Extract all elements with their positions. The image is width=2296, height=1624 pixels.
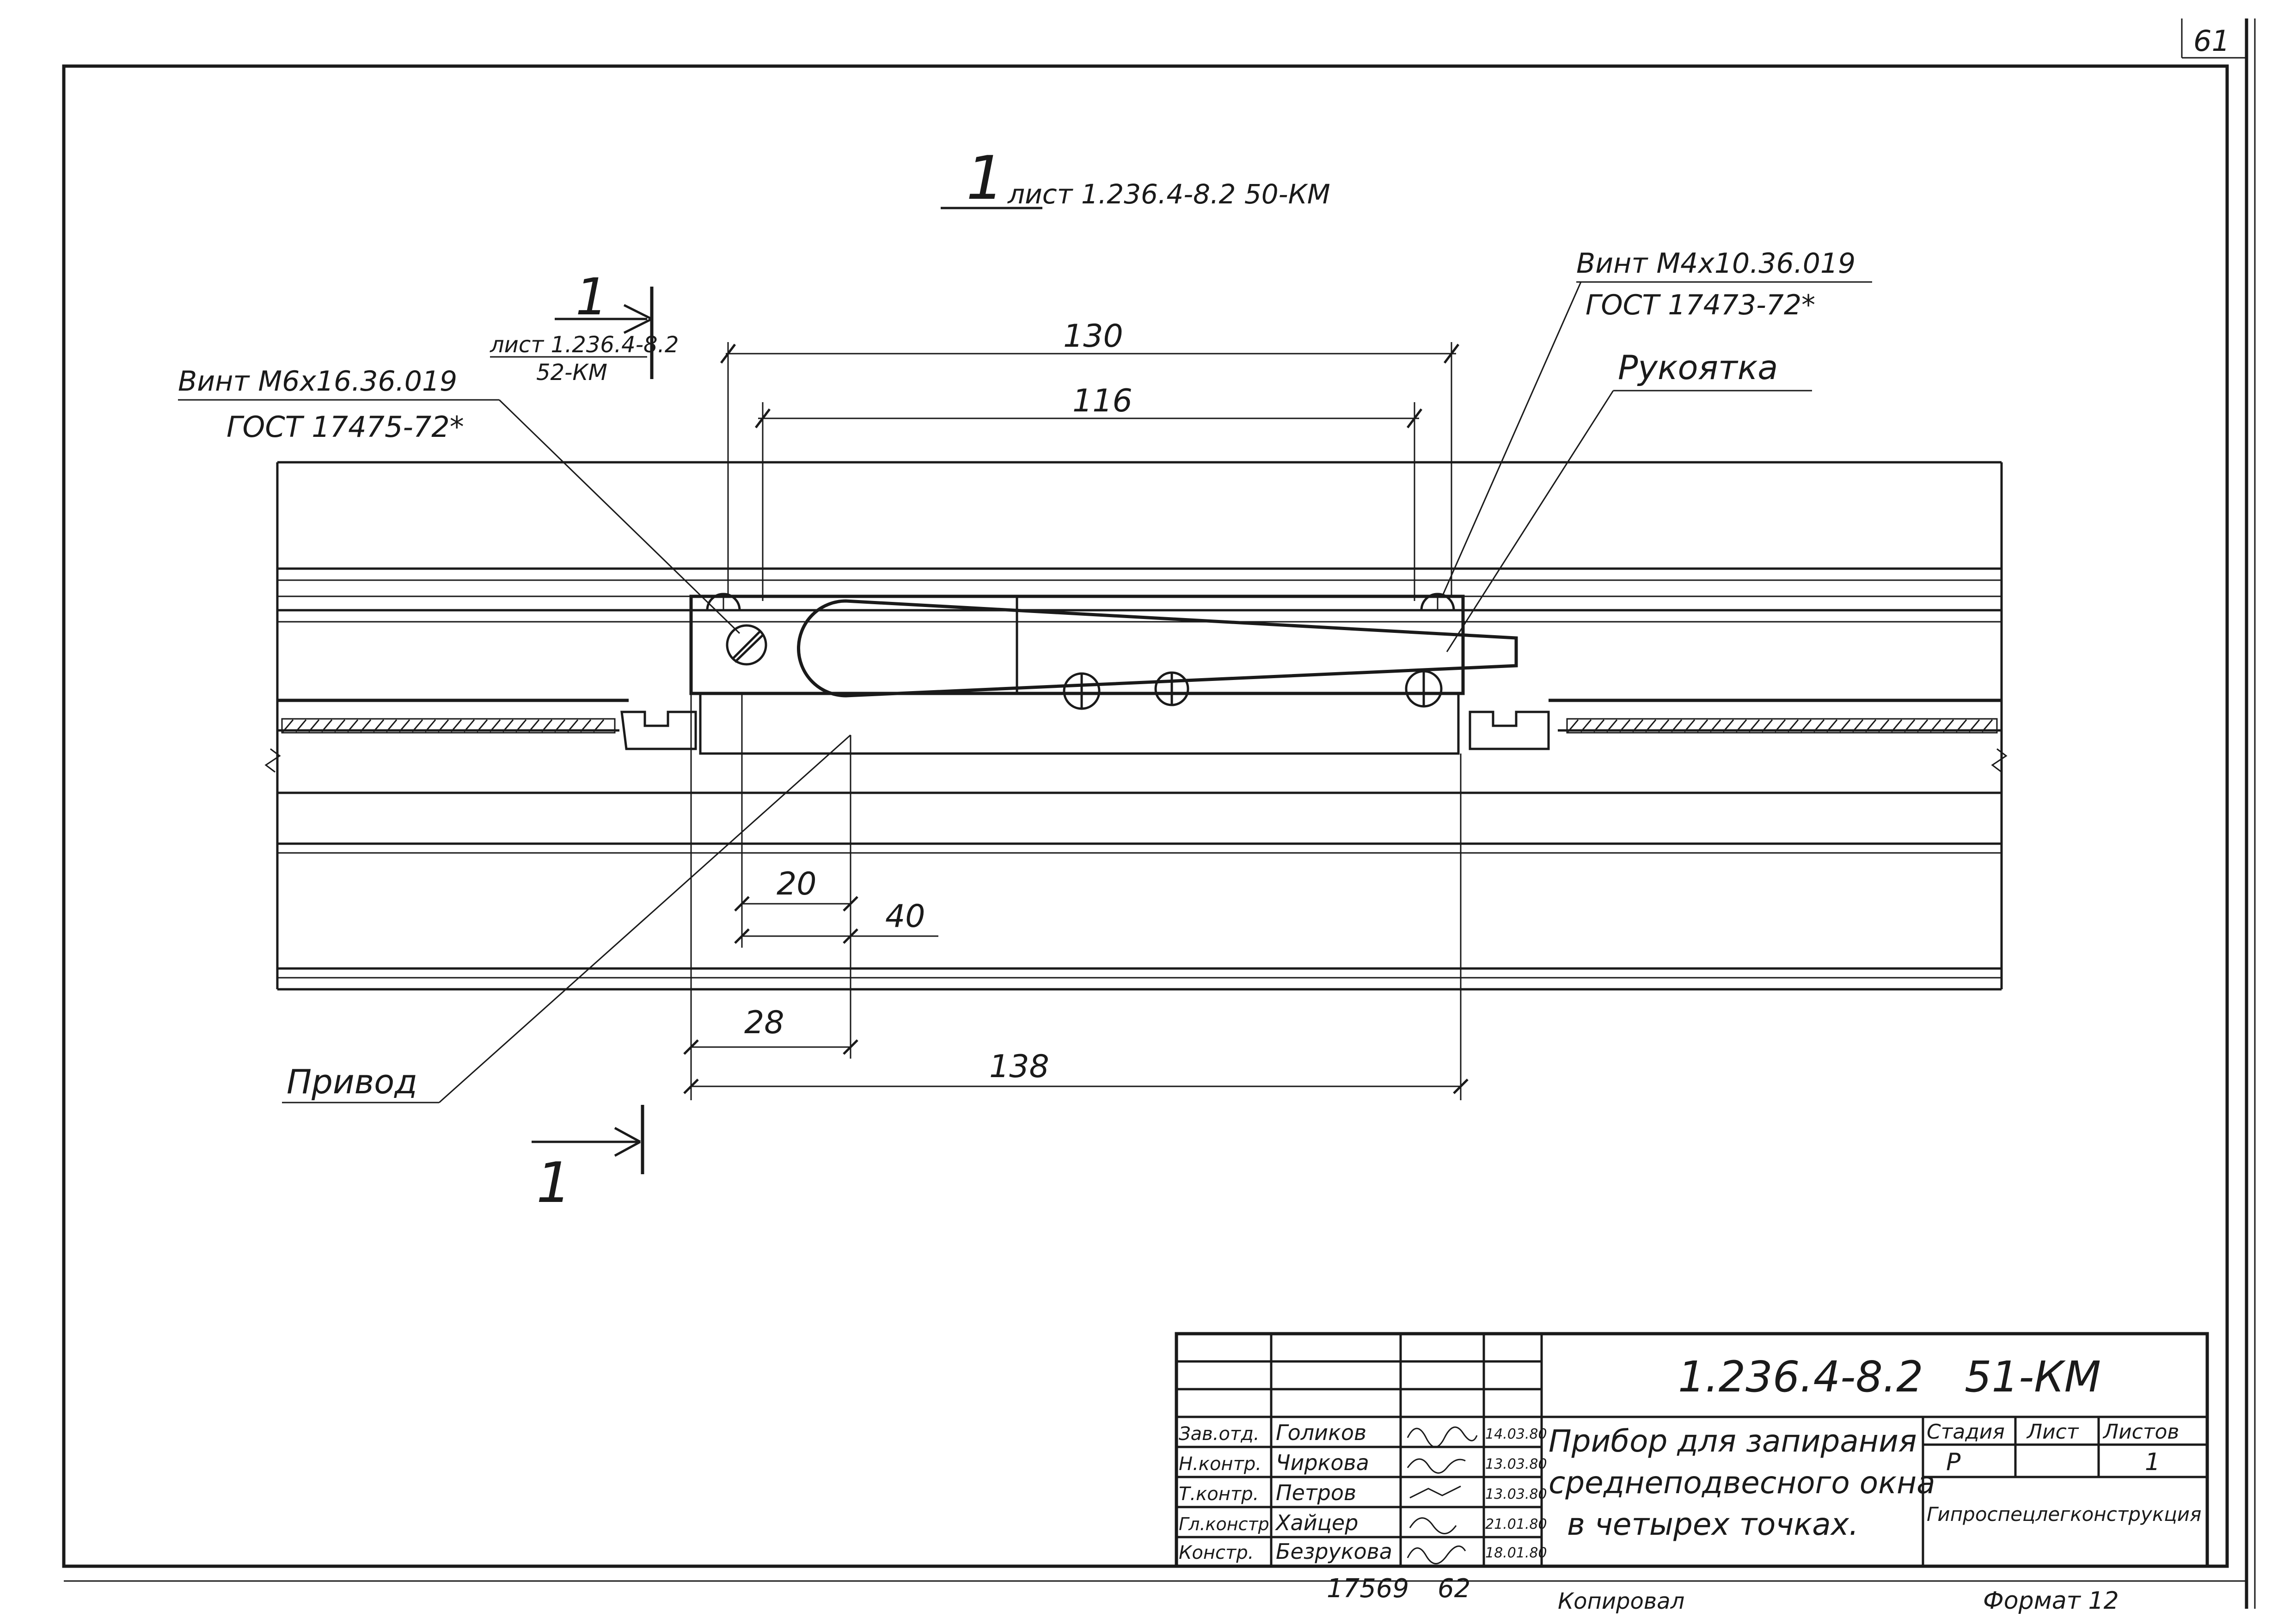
callout-screw-m6-line2: ГОСТ 17475-72*	[227, 410, 464, 444]
sheet-frame	[62, 18, 2256, 1609]
dimension-28-138: 28 138	[683, 693, 1469, 1100]
footer-copied: Копировал	[1558, 1588, 1684, 1614]
signatures	[1407, 1426, 1478, 1564]
section-arrow-bottom: 1	[532, 1105, 644, 1215]
person-4-date: 18.01.80	[1485, 1545, 1547, 1561]
dim-20-label: 20	[777, 866, 817, 902]
footer-inv-number: 17569	[1327, 1574, 1409, 1604]
dimension-130: 130	[720, 318, 1459, 596]
dimension-20-40: 20 40	[734, 693, 938, 1059]
dim-28-label: 28	[744, 1005, 784, 1041]
person-1-date: 13.03.80	[1485, 1456, 1547, 1472]
person-2-role: Т.контр.	[1179, 1483, 1259, 1505]
callout-screw-m6: Винт М6х16.36.019 ГОСТ 17475-72*	[178, 365, 741, 634]
person-3-name: Хайцер	[1275, 1510, 1358, 1535]
callout-screw-m6-line1: Винт М6х16.36.019	[178, 365, 457, 398]
section-ref-mark: 1	[966, 143, 1004, 213]
section-reference: 1 лист 1.236.4-8.2 50-КМ	[941, 143, 1330, 213]
title-block-organization: Гипроспецлегконструкция	[1927, 1503, 2201, 1526]
callout-screw-m4-line1: Винт М4х10.36.019	[1576, 247, 1855, 280]
footer-format: Формат 12	[1983, 1587, 2119, 1615]
glazing-bead-left	[620, 711, 697, 750]
callout-drive-label: Привод	[287, 1062, 417, 1101]
dimension-116: 116	[755, 383, 1422, 601]
person-1-name: Чиркова	[1276, 1450, 1369, 1475]
callout-screw-m4-line2: ГОСТ 17473-72*	[1586, 289, 1815, 321]
person-2-name: Петров	[1276, 1480, 1356, 1505]
section-arrow-top-mark: 1	[576, 267, 608, 326]
title-block-val-sheets: 1	[2145, 1448, 2160, 1476]
glazing-hatch	[281, 718, 1998, 734]
section-arrow-top-line1: лист 1.236.4-8.2	[490, 332, 679, 358]
person-3-date: 21.01.80	[1485, 1516, 1547, 1532]
handle	[797, 599, 1518, 698]
dim-116-label: 116	[1072, 383, 1133, 419]
callout-drive: Привод	[282, 734, 851, 1103]
person-0-role: Зав.отд.	[1179, 1423, 1260, 1445]
screws-lower	[1063, 670, 1443, 710]
person-0-date: 14.03.80	[1485, 1426, 1547, 1442]
title-block-val-stage: Р	[1946, 1448, 1961, 1476]
window-frame-profiles	[264, 461, 2008, 991]
title-block-title-line1: Прибор для запирания	[1549, 1423, 1917, 1459]
title-block-col-sheets: Листов	[2102, 1420, 2179, 1444]
section-ref-text: лист 1.236.4-8.2 50-КМ	[1007, 178, 1330, 210]
person-1-role: Н.контр.	[1179, 1453, 1261, 1475]
person-4-name: Безрукова	[1276, 1539, 1392, 1564]
person-0-name: Голиков	[1276, 1420, 1366, 1445]
dim-130-label: 130	[1063, 318, 1123, 355]
section-arrow-bottom-mark: 1	[536, 1151, 571, 1215]
footer-page: 62	[1438, 1574, 1470, 1604]
person-3-role: Гл.констр.	[1179, 1514, 1275, 1534]
callout-screw-m4: Винт М4х10.36.019 ГОСТ 17473-72*	[1441, 247, 1872, 597]
title-block-col-stage: Стадия	[1927, 1420, 2005, 1444]
title-block-title-line2: среднеподвесного окна	[1549, 1465, 1935, 1501]
person-2-date: 13.03.80	[1485, 1486, 1547, 1502]
title-block-col-sheet: Лист	[2026, 1420, 2079, 1444]
callout-handle-label: Рукоятка	[1618, 348, 1778, 387]
section-arrow-top-line2: 52-КМ	[536, 360, 607, 386]
callout-handle: Рукоятка	[1446, 348, 1812, 652]
title-block-sheet-code: 51-КМ	[1965, 1352, 2101, 1402]
section-arrow-top: 1 лист 1.236.4-8.2 52-КМ	[490, 267, 679, 386]
person-4-role: Констр.	[1179, 1542, 1254, 1563]
dim-138-label: 138	[989, 1048, 1049, 1085]
glazing-bead-right	[1469, 711, 1550, 750]
sheet-number: 61	[2193, 24, 2230, 58]
title-block-code: 1.236.4-8.2	[1678, 1352, 1923, 1402]
lock-body	[689, 594, 1465, 755]
title-block: 1.236.4-8.2 51-КМ Прибор для запирания с…	[1175, 1332, 2209, 1568]
screw-m6	[726, 624, 767, 666]
dim-40-label: 40	[885, 898, 925, 935]
title-block-title-line3: в четырех точках.	[1567, 1507, 1859, 1542]
